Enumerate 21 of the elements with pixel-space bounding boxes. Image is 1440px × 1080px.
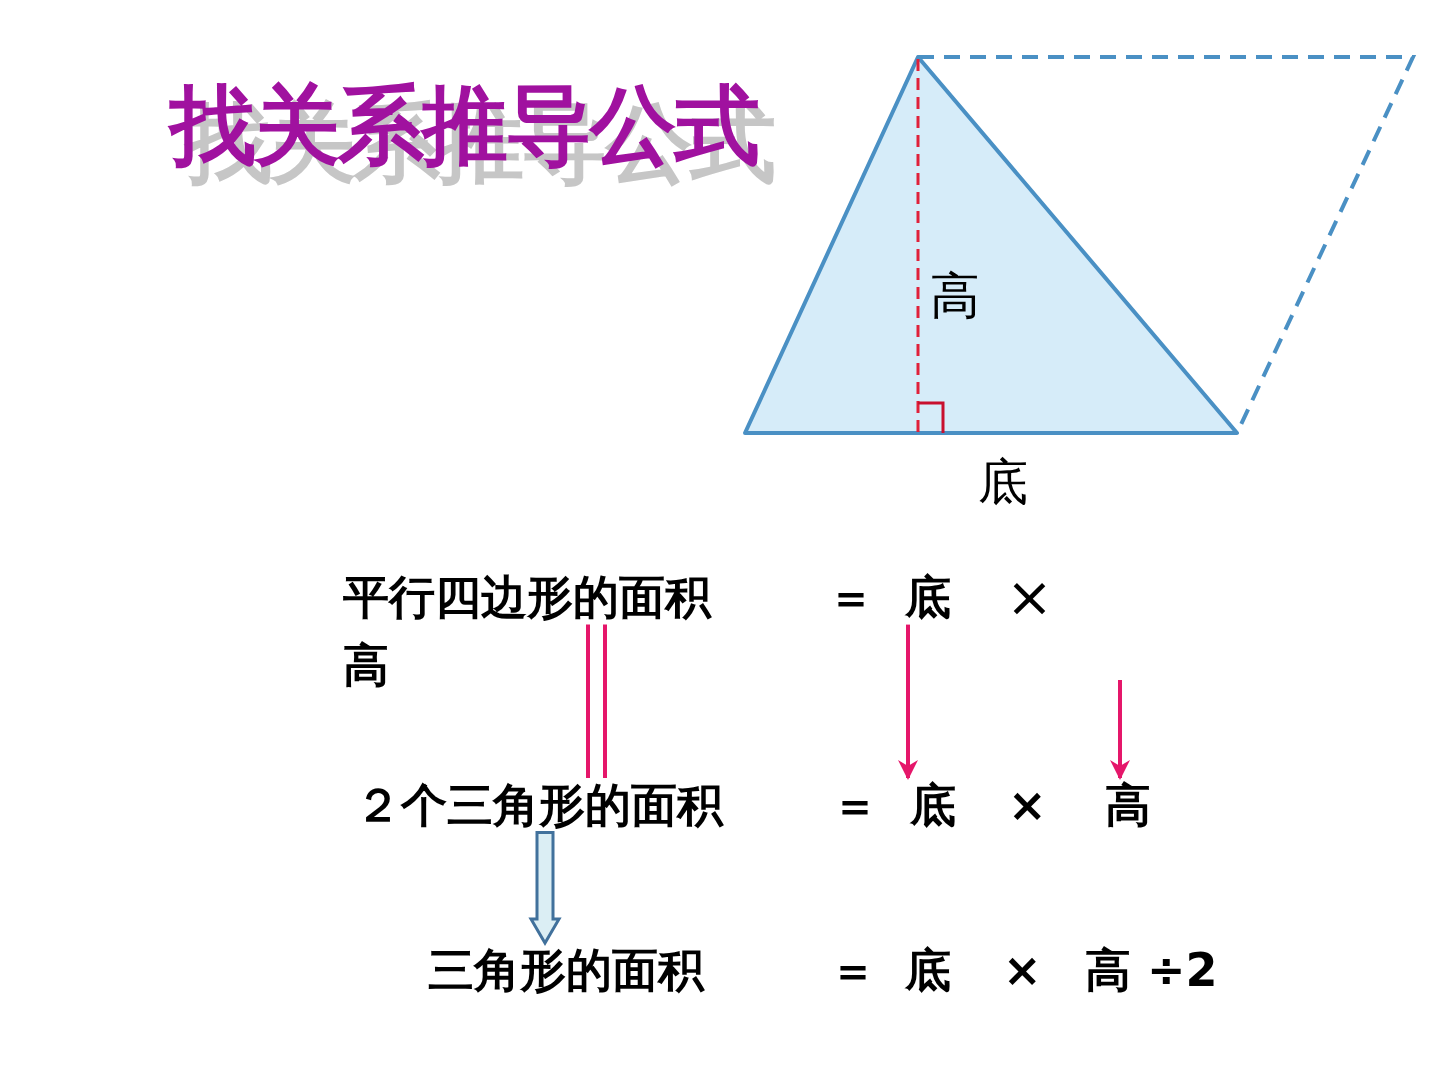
formula-term: 高 (343, 640, 389, 691)
equals-sign: ＝ (830, 945, 876, 996)
height-label: 高 (930, 269, 980, 324)
formula-term: 高 ÷2 (1085, 945, 1218, 996)
formula-term: 底 (905, 572, 951, 623)
times-sign: × (1008, 780, 1047, 831)
arrow (1110, 680, 1130, 780)
formula-term: 底 (910, 780, 956, 831)
arrow (898, 624, 918, 780)
times-sign: × (1003, 945, 1042, 996)
equals-sign: ＝ (832, 780, 878, 831)
formula-term: 高 (1105, 780, 1151, 831)
double-line (586, 622, 607, 780)
formula-term: 三角形的面积 (428, 945, 704, 996)
equals-sign: ＝ (828, 572, 874, 623)
formula-term: 底 (905, 945, 951, 996)
times-sign: × (1006, 566, 1053, 628)
hollow-arrow (528, 831, 562, 946)
formula-term: 平行四边形的面积 (343, 572, 711, 623)
base-label: 底 (978, 455, 1028, 510)
formula-term: ２个三角形的面积 (355, 780, 723, 831)
